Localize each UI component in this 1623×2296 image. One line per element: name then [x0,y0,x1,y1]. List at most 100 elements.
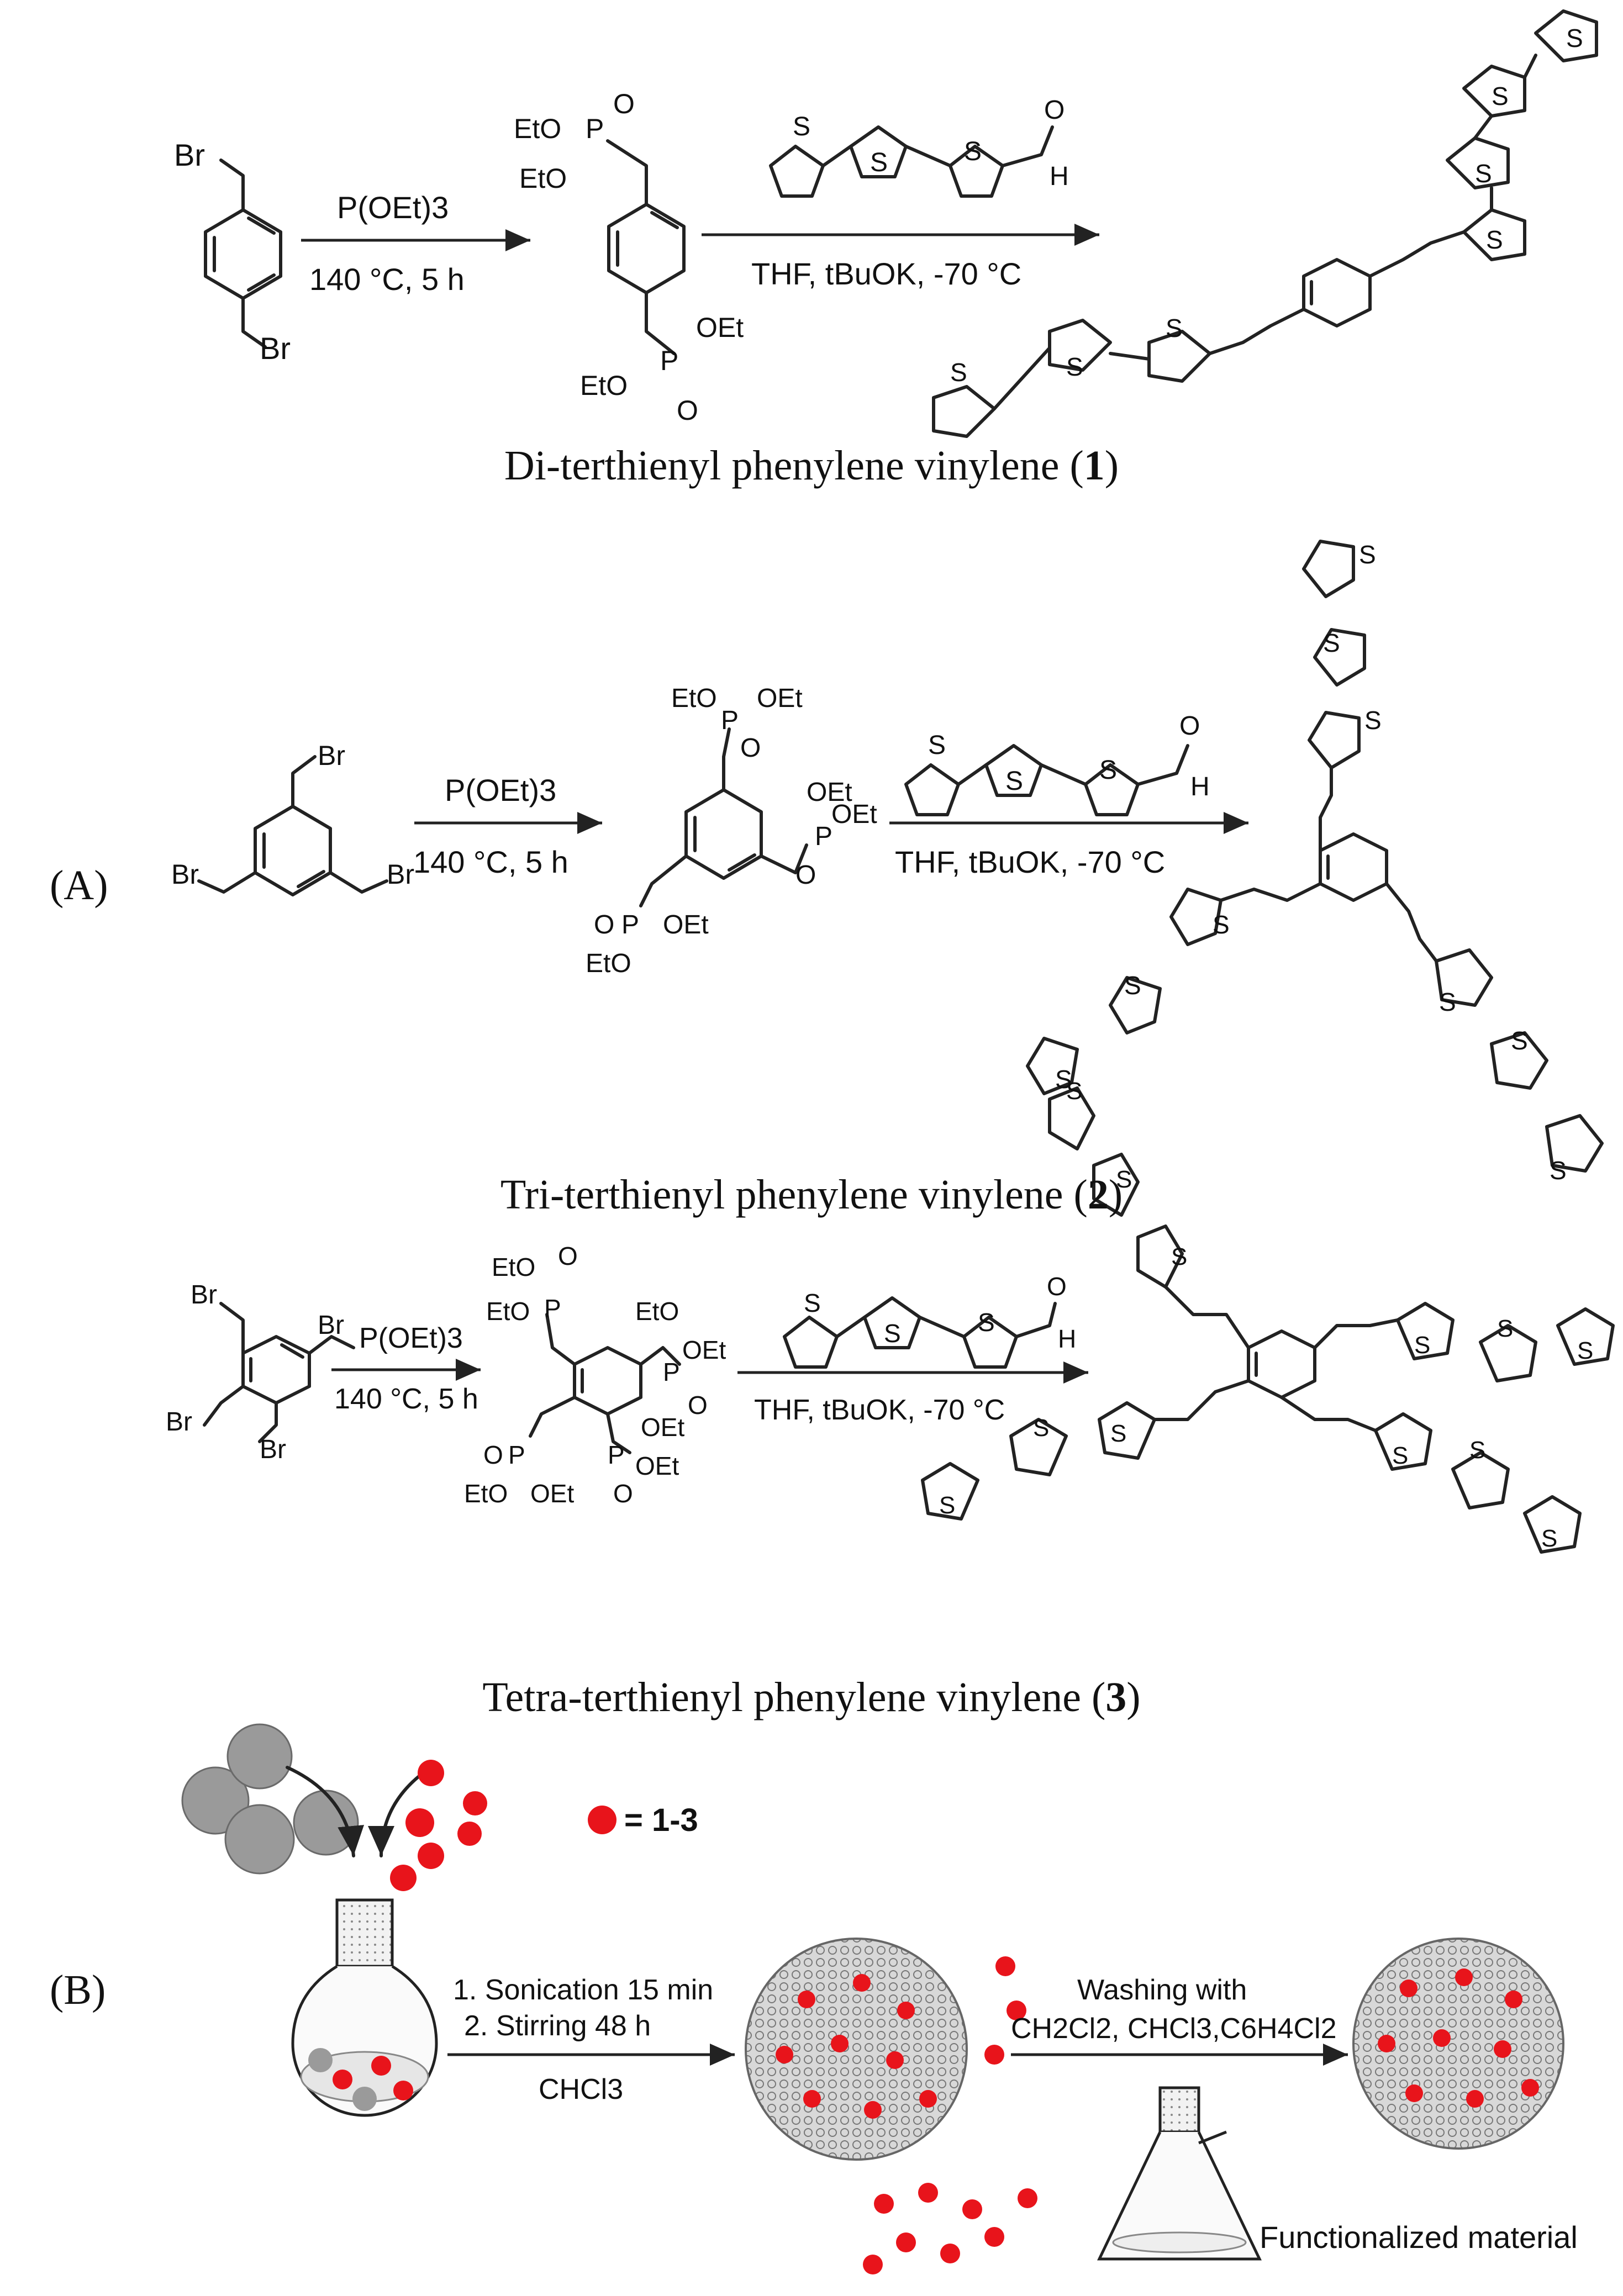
sulfur-label: S [1033,1414,1049,1442]
phosphorus-label: P [621,910,639,939]
sulfur-label: S [1541,1525,1557,1552]
bromide-label: Br [166,1407,192,1437]
ethoxy-label: EtO [519,163,567,194]
ethoxy-label: EtO [671,684,717,713]
product-label: Functionalized material [1260,2220,1578,2255]
support-particle [224,1804,295,1875]
phosphorus-label: P [544,1294,561,1323]
arbuzov-conditions: 140 °C, 5 h [334,1383,478,1415]
bromide-label: Br [171,859,199,890]
sulfur-label: S [1066,1078,1082,1105]
row-3: Br Br Br Br P(OEt)3 140 °C, 5 h EtO O Et… [166,1078,1615,1554]
tetraphosphonate-structure: EtO O EtO P EtO OEt P O O P EtO OEt OEt … [464,1242,726,1508]
sulfur-label: S [1414,1332,1430,1359]
sulfur-label: S [1497,1315,1513,1342]
bromide-label: Br [260,331,291,366]
ethoxy-label: OEt [663,910,709,939]
wittig-conditions: THF, tBuOK, -70 °C [754,1394,1005,1426]
sulfur-label: S [1566,24,1583,52]
tetrabromide-structure: Br Br Br Br [166,1280,355,1464]
ethoxy-label: OEt [682,1336,726,1364]
oxo-label: O [558,1242,578,1270]
sulfur-label: S [1166,314,1183,342]
support-particle [181,1766,250,1835]
panel-label-b: (B) [50,1967,106,2013]
sulfur-label: S [1171,1243,1187,1270]
sulfur-label: S [804,1289,821,1317]
sulfur-label: S [1116,1166,1132,1193]
sulfur-label: S [1439,988,1456,1016]
compound-number: 2 [1087,1171,1109,1218]
compound-caption-2: Tri-terthienyl phenylene vinylene (2) [500,1171,1123,1218]
washing-solvents: CH2Cl2, CHCl3,C6H4Cl2 [1011,2013,1337,2045]
round-flask [291,1898,438,2117]
dye-particles [390,1760,487,1891]
ethoxy-label: EtO [580,370,628,401]
arbuzov-conditions: 140 °C, 5 h [309,262,465,297]
oxo-label: O [594,910,614,939]
ethoxy-label: OEt [757,684,803,713]
ethoxy-label: EtO [492,1253,535,1281]
product-2-structure: S S S S S S S S S [1026,540,1604,1185]
oxo-label: O [613,1479,633,1508]
unwashed-material [745,1938,1037,2274]
sulfur-label: S [939,1492,955,1519]
compound-caption-1: Di-terthienyl phenylene vinylene (1) [504,442,1119,489]
ethoxy-label: EtO [464,1479,508,1508]
aldehyde-h-label: H [1190,772,1210,801]
row-1: Br Br P(OEt)3 140 °C, 5 h EtO P O EtO P … [174,9,1598,438]
bisphosphonate-structure: EtO P O EtO P OEt O EtO [514,88,744,426]
support-particles [181,1723,359,1875]
sulfur-label: S [1511,1026,1528,1055]
ethoxy-label: EtO [514,113,561,144]
ethoxy-label: EtO [635,1297,679,1326]
ethoxy-label: OEt [530,1479,574,1508]
compound-number: 1 [1083,442,1105,489]
dye-dot [390,1865,417,1891]
dye-dot [457,1822,482,1846]
filter-flask [1097,2086,1262,2261]
support-particle [226,1723,293,1790]
sulfur-label: S [928,731,946,760]
bromide-label: Br [260,1435,286,1464]
sulfur-label: S [1492,82,1509,110]
aldehyde-h-label: H [1058,1324,1076,1353]
sulfur-label: S [964,137,982,166]
phosphorus-label: P [508,1440,525,1469]
sulfur-label: S [1005,767,1023,796]
phosphorus-label: P [721,706,739,735]
sulfur-label: S [1475,159,1492,188]
oxo-label: O [795,861,816,890]
terthiophene-aldehyde: S S S O H [769,96,1069,198]
aldehyde-o-label: O [1044,96,1065,125]
sulfur-label: S [1469,1437,1485,1464]
sulfur-label: S [1055,1065,1072,1094]
dye-dot [418,1760,444,1786]
dye-dot [418,1843,444,1869]
legend-dot [588,1806,616,1834]
ethoxy-label: OEt [807,778,852,807]
sulfur-label: S [870,148,888,177]
mix-arrow [286,1766,364,1857]
step-2-label: 2. Stirring 48 h [464,2010,651,2042]
bromide-label: Br [318,1311,344,1340]
ethoxy-label: OEt [831,800,877,829]
aldehyde-o-label: O [1047,1272,1067,1301]
support-particle [293,1790,359,1856]
sulfur-label: S [950,358,967,387]
oxo-label: O [740,733,761,763]
ethoxy-label: OEt [641,1413,684,1442]
product-1-structure: S S S S S S S [932,9,1598,438]
bromide-label: Br [387,859,414,890]
solvent-label: CHCl3 [539,2073,623,2105]
sulfur-label: S [793,112,810,141]
sulfur-label: S [1099,756,1117,785]
wittig-conditions: THF, tBuOK, -70 °C [751,256,1021,291]
phosphorus-label: P [660,345,678,376]
oxo-label: O [688,1391,708,1419]
functionalized-material [1352,1938,1564,2150]
compound-name: Tetra-terthienyl phenylene vinylene [482,1674,1081,1720]
phosphite-label: P(OEt)3 [337,190,449,225]
sulfur-label: S [1066,352,1083,381]
